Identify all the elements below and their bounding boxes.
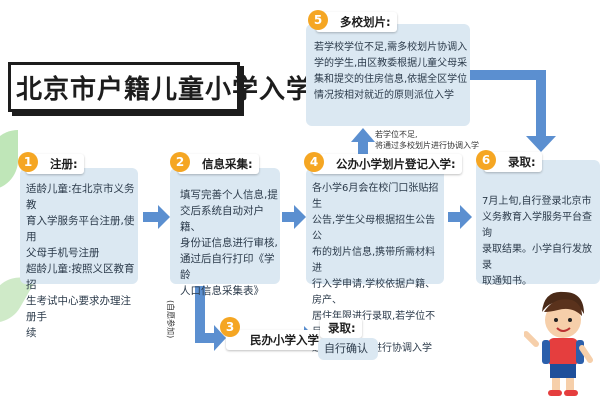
admit-private-text: 自行确认 — [324, 342, 368, 355]
step-2-panel — [170, 168, 280, 284]
step-4-panel — [306, 168, 444, 284]
step-1-panel — [20, 168, 138, 284]
step-6-panel — [476, 160, 600, 284]
voluntary-note: (自愿参加) — [166, 300, 175, 339]
arrow-4-to-6 — [448, 205, 472, 229]
step-5-label: 多校划片: — [316, 12, 397, 32]
step-5-text: 若学校学位不足,需多校划片协调入 学的学生,由区教委根据儿童父母采 集和提交的住… — [314, 42, 468, 101]
step-4-label: 公办小学划片登记入学: — [312, 154, 462, 174]
arrow-1-to-2 — [143, 205, 170, 229]
step-6-label: 录取: — [484, 152, 542, 172]
step-5-badge: 5 — [308, 10, 328, 30]
step-2-badge: 2 — [170, 152, 190, 172]
step-2-text: 填写完善个人信息,提 交后系统自动对户籍、 身份证信息进行审核, 通过后自行打印… — [180, 189, 278, 297]
decorative-leaf — [0, 130, 18, 190]
shortage-note: 若学位不足, 将通过多校划片进行协调入学 — [375, 130, 479, 150]
arrow-2-down-to-3 — [195, 286, 226, 351]
admit-private-panel — [318, 338, 378, 360]
step-1-badge: 1 — [18, 152, 38, 172]
step-6-text: 7月上旬,自行登录北京市 义务教育入学服务平台查询 录取结果。小学自行发放录 取… — [482, 196, 592, 287]
step-6-badge: 6 — [476, 150, 496, 170]
arrow-4-up-to-5 — [351, 128, 375, 158]
boy-mascot-illustration — [524, 291, 593, 396]
admit-private-label: 录取: — [320, 318, 362, 338]
page-title: 北京市户籍儿童小学入学: — [16, 75, 325, 105]
step-2-label: 信息采集: — [178, 154, 259, 174]
arrow-5-to-6 — [470, 70, 556, 152]
step-5-panel — [306, 24, 470, 126]
step-1-text: 适龄儿童:在北京市义务教 育入学服务平台注册,使用 父母手机号注册 超龄儿童:按… — [26, 183, 135, 339]
step-3-badge: 3 — [220, 317, 240, 337]
arrow-2-to-4 — [282, 205, 306, 229]
title-box — [8, 62, 240, 112]
step-3-label: 民办小学入学 — [226, 330, 325, 350]
step-1-label: 注册: — [26, 154, 84, 174]
step-4-badge: 4 — [304, 152, 324, 172]
